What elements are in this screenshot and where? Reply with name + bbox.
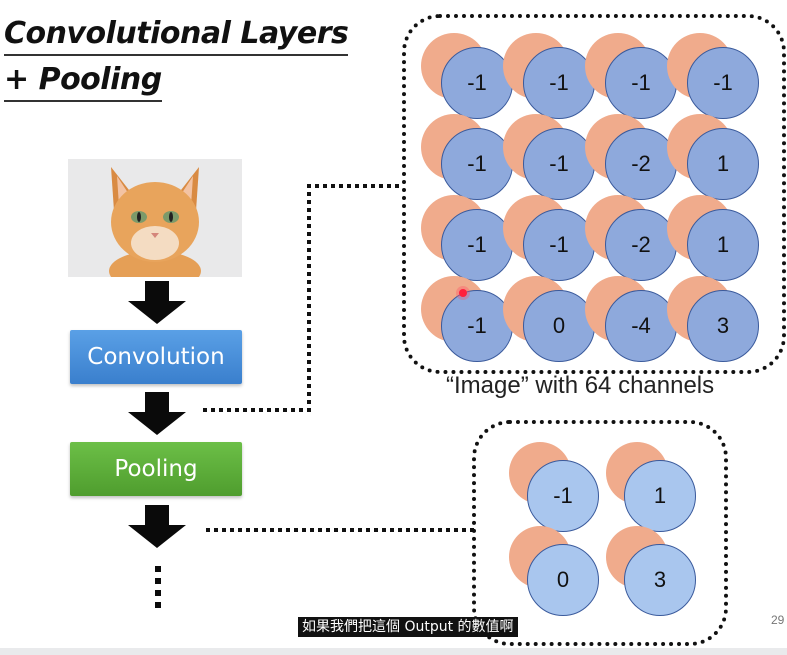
channel-value-circle: -1	[441, 47, 513, 119]
pooled-output-panel	[472, 420, 728, 646]
channel-value-circle: 3	[687, 290, 759, 362]
pooled-value-circle: 1	[624, 460, 696, 532]
pooling-box: Pooling	[70, 442, 242, 496]
pooled-value-circle: 0	[527, 544, 599, 616]
channel-value-circle: -1	[523, 128, 595, 200]
channel-value-circle: -1	[523, 47, 595, 119]
player-bottom-bar	[0, 648, 787, 655]
convolution-output-panel	[402, 14, 786, 374]
convolution-box: Convolution	[70, 330, 242, 384]
laser-pointer-dot	[459, 289, 467, 297]
page-number: 29	[771, 613, 785, 627]
channel-value-circle: 0	[523, 290, 595, 362]
channel-value-circle: -4	[605, 290, 677, 362]
down-arrow-icon	[128, 281, 186, 324]
channel-value-circle: 1	[687, 209, 759, 281]
down-arrow-icon	[128, 505, 186, 548]
channel-value-circle: 1	[687, 128, 759, 200]
vertical-ellipsis-icon	[155, 566, 161, 608]
slide-title-line1: Convolutional Layers	[4, 16, 349, 56]
channel-value-circle: -1	[605, 47, 677, 119]
channel-value-circle: -1	[687, 47, 759, 119]
video-subtitle: 如果我們把這個 Output 的數值啊	[298, 617, 518, 637]
channel-value-circle: -2	[605, 128, 677, 200]
down-arrow-icon	[128, 392, 186, 435]
channel-value-circle: -1	[441, 209, 513, 281]
slide-title-line2: + Pooling	[4, 62, 162, 102]
pooled-value-circle: -1	[527, 460, 599, 532]
channels-caption: “Image” with 64 channels	[446, 372, 715, 399]
channel-value-circle: -1	[441, 128, 513, 200]
pooled-value-circle: 3	[624, 544, 696, 616]
cat-photo	[68, 159, 242, 277]
convolution-connector	[203, 184, 403, 412]
channel-value-circle: -1	[441, 290, 513, 362]
channel-value-circle: -2	[605, 209, 677, 281]
channel-value-circle: -1	[523, 209, 595, 281]
